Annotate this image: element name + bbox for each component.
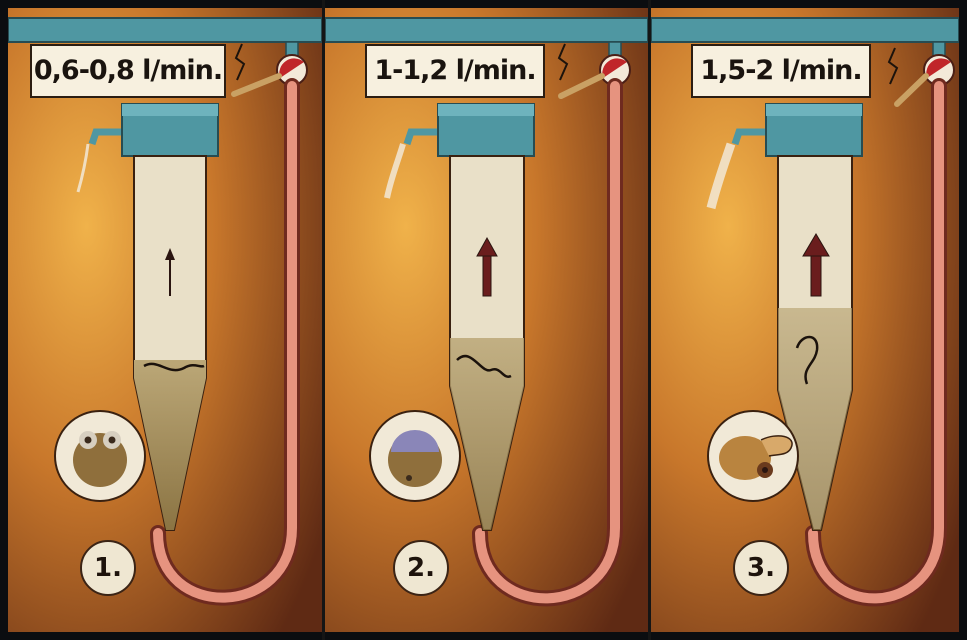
panel-1: 0,6-0,8 l/min. 1.	[8, 8, 322, 632]
egg-icon	[55, 411, 145, 501]
step-number-badge: 1.	[80, 540, 136, 596]
egg-icon	[370, 411, 460, 501]
panel-divider	[322, 0, 325, 640]
panel-3-illustration	[651, 8, 959, 632]
panel-2-illustration	[325, 8, 648, 632]
egg-icon	[708, 411, 798, 501]
flow-rate-label: 1,5-2 l/min.	[691, 44, 871, 98]
flow-rate-label: 1-1,2 l/min.	[365, 44, 545, 98]
panel-2: 1-1,2 l/min. 2.	[325, 8, 648, 632]
panel-1-illustration	[8, 8, 322, 632]
water-pipe	[651, 18, 959, 42]
step-number-badge: 3.	[733, 540, 789, 596]
water-pipe	[325, 18, 648, 42]
panel-3: 1,5-2 l/min. 3.	[651, 8, 959, 632]
step-number-badge: 2.	[393, 540, 449, 596]
water-pipe	[8, 18, 322, 42]
panel-divider	[648, 0, 651, 640]
flow-rate-label: 0,6-0,8 l/min.	[30, 44, 226, 98]
